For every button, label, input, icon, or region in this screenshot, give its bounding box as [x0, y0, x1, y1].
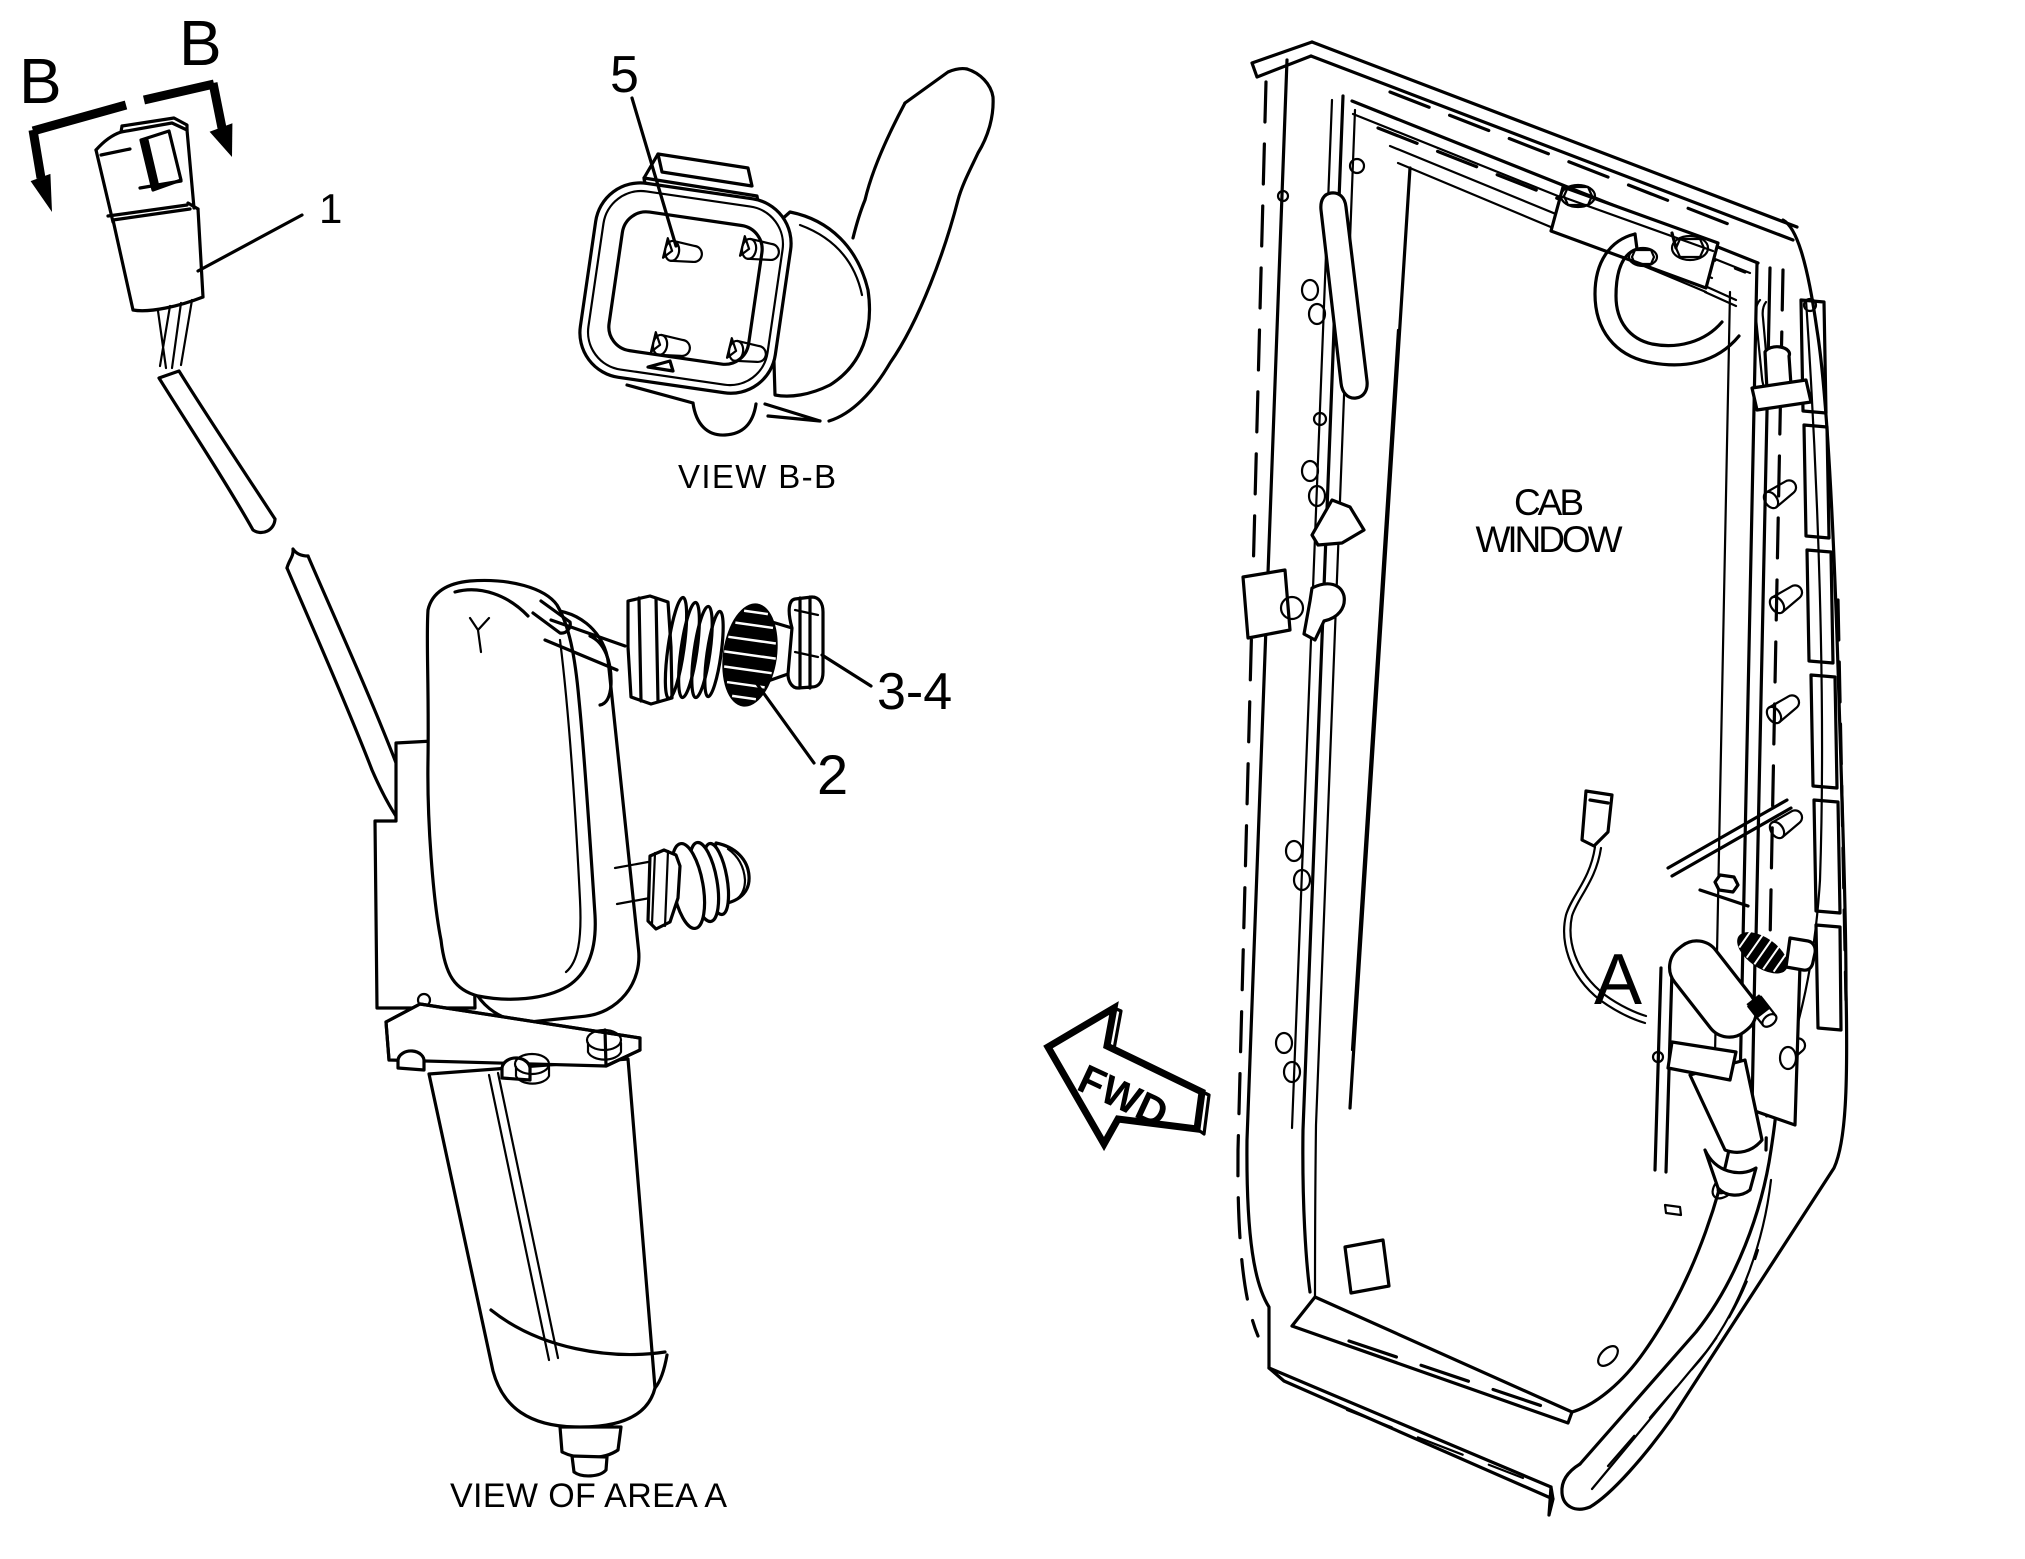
svg-text:5: 5 — [610, 46, 639, 104]
svg-text:1: 1 — [319, 185, 342, 232]
svg-text:B: B — [19, 45, 62, 117]
svg-text:VIEW OF AREA A: VIEW OF AREA A — [450, 1477, 727, 1515]
svg-text:3-4: 3-4 — [877, 663, 952, 721]
svg-text:2: 2 — [817, 743, 848, 806]
svg-text:VIEW B-B: VIEW B-B — [678, 458, 836, 495]
svg-text:WINDOW: WINDOW — [1476, 519, 1623, 560]
svg-text:A: A — [1594, 940, 1642, 1020]
svg-text:CAB: CAB — [1514, 482, 1584, 523]
svg-text:B: B — [179, 7, 222, 79]
